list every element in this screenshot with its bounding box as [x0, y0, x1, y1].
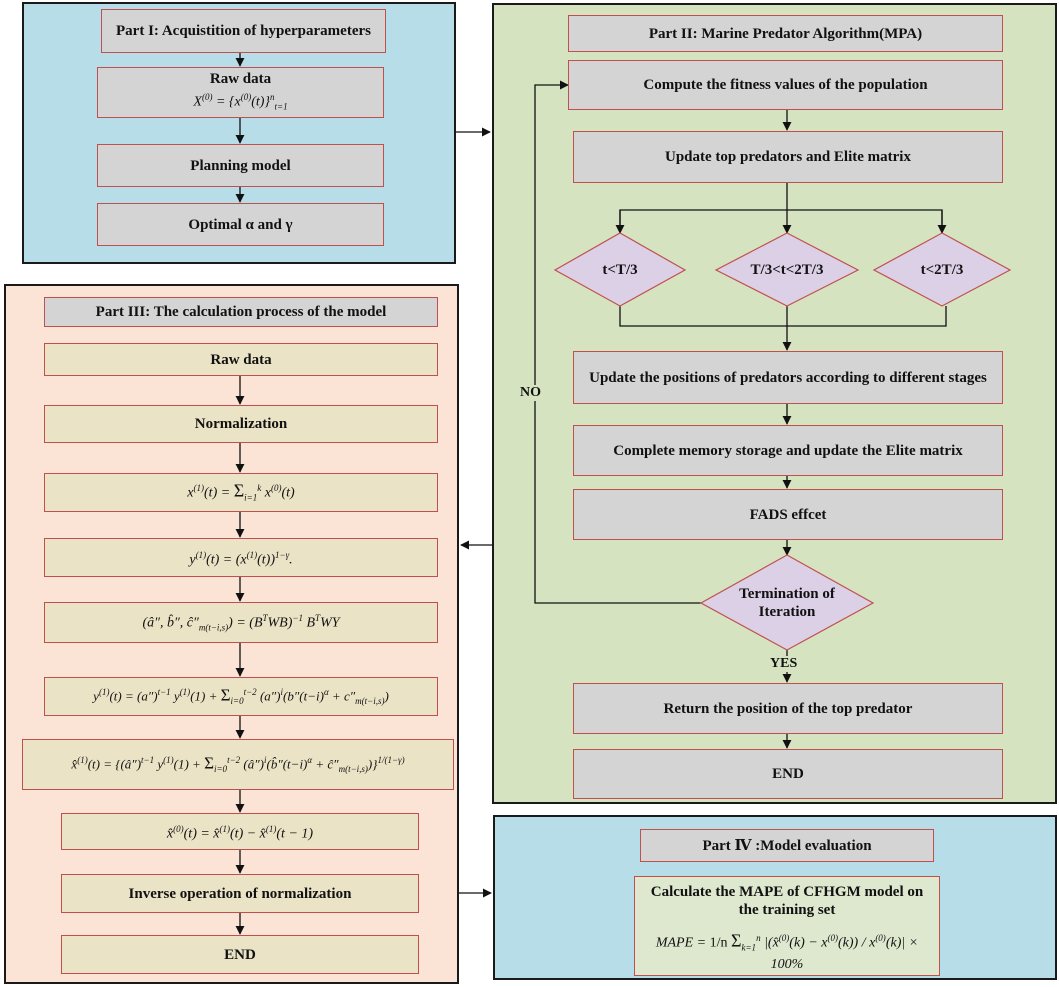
- mpa-end: END: [573, 749, 1003, 799]
- termination-text: Termination of Iteration: [739, 586, 835, 620]
- no-label: NO: [518, 385, 543, 401]
- part3-title: Part III: The calculation process of the…: [44, 297, 438, 327]
- part1-title: Part I: Acquistition of hyperparameters: [101, 9, 386, 53]
- part4-title: Part Ⅳ :Model evaluation: [640, 829, 934, 862]
- diamond-t-lt-2T3: [872, 232, 1012, 307]
- part3-end: END: [61, 935, 419, 974]
- diamond-T3-t-2T3: [714, 232, 860, 307]
- formula-transform: y(1)(t) = (x(1)(t))1−γ.: [44, 538, 438, 577]
- formula-response: y(1)(t) = (a″)t−1 y(1)(1) + Σi=0t−2 (a″)…: [44, 677, 438, 716]
- formula-accumulation: x(1)(t) = Σi=1k x(0)(t): [44, 473, 438, 512]
- mpa-memory-storage: Complete memory storage and update the E…: [573, 425, 1003, 476]
- yes-label: YES: [768, 656, 800, 672]
- mpa-fitness: Compute the fitness values of the popula…: [568, 60, 1003, 110]
- part3-inverse-normalization: Inverse operation of normalization: [61, 874, 419, 913]
- part2-title: Part II: Marine Predator Algorithm(MPA): [568, 15, 1003, 52]
- cond-t-lt-2T3: t<2T/3: [920, 262, 964, 278]
- cond-T3-t-2T3: T/3<t<2T/3: [750, 262, 824, 278]
- part3-normalization: Normalization: [44, 405, 438, 443]
- part3-raw-data: Raw data: [44, 343, 438, 376]
- cond-t-lt-T3: t<T/3: [602, 262, 638, 278]
- mpa-fads: FADS effcet: [573, 489, 1003, 540]
- formula-least-squares: (â″, b̂″, ĉ″m(t−i,s)) = (BTWB)−1 BTWY: [44, 602, 438, 643]
- diamond-t-lt-T3: [553, 232, 687, 307]
- mpa-update-top: Update top predators and Elite matrix: [573, 131, 1003, 183]
- part1-planning-model: Planning model: [97, 144, 384, 187]
- part1-raw-data: Raw data X(0) = {x(0)(t)}nt=1: [97, 67, 384, 118]
- diamond-termination: [699, 554, 875, 651]
- part1-optimal-params: Optimal α and γ: [97, 203, 384, 246]
- part4-mape: Calculate the MAPE of CFHGM model on the…: [634, 876, 940, 976]
- mpa-update-positions: Update the positions of predators accord…: [573, 351, 1003, 404]
- mpa-return-position: Return the position of the top predator: [573, 683, 1003, 734]
- formula-restore: x̂(1)(t) = {(â″)t−1 y(1)(1) + Σi=0t−2 (â…: [22, 739, 454, 790]
- formula-difference: x̂(0)(t) = x̂(1)(t) − x̂(1)(t − 1): [61, 813, 419, 850]
